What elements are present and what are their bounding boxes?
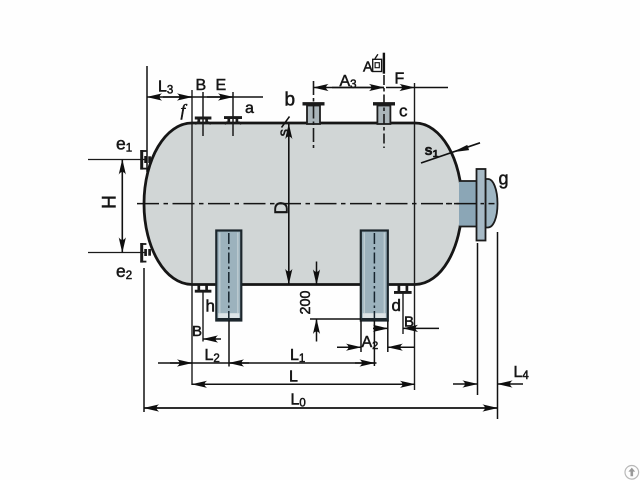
svg-text:s: s — [277, 129, 293, 136]
svg-text:B: B — [404, 314, 414, 331]
svg-text:B: B — [192, 323, 202, 340]
svg-text:b: b — [285, 90, 296, 111]
svg-text:B: B — [196, 77, 207, 94]
svg-text:h: h — [206, 297, 215, 316]
svg-text:a: a — [245, 100, 254, 117]
svg-text:E: E — [216, 77, 227, 94]
svg-text:d: d — [392, 296, 401, 315]
svg-text:c: c — [399, 102, 408, 121]
svg-text:F: F — [395, 71, 405, 88]
svg-text:A: A — [363, 60, 373, 76]
svg-text:200: 200 — [298, 291, 314, 315]
svg-text:f: f — [181, 101, 188, 120]
svg-text:L: L — [289, 369, 298, 386]
svg-text:H: H — [100, 195, 121, 209]
svg-text:g: g — [499, 169, 509, 189]
svg-text:s1: s1 — [425, 143, 439, 160]
svg-text:D: D — [272, 202, 292, 215]
